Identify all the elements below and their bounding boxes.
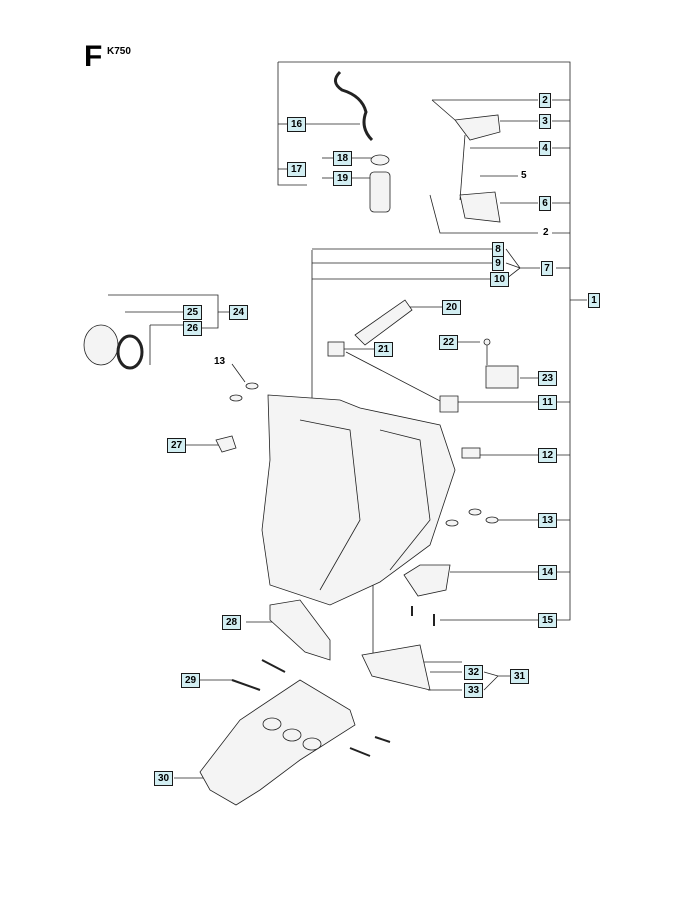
callout-8: 8: [492, 242, 504, 257]
callout-22: 22: [439, 335, 458, 350]
callout-12: 12: [538, 448, 557, 463]
callout-27: 27: [167, 438, 186, 453]
callout-14: 14: [538, 565, 557, 580]
frame-line-1: [278, 61, 571, 621]
callout-7: 7: [541, 261, 553, 276]
callout-10: 10: [490, 272, 509, 287]
callout-19: 19: [333, 171, 352, 186]
callout-18: 18: [333, 151, 352, 166]
label-2: 2: [543, 227, 549, 238]
callout-15: 15: [538, 613, 557, 628]
callout-30: 30: [154, 771, 173, 786]
callout-33: 33: [464, 683, 483, 698]
callout-1: 1: [588, 293, 600, 308]
label-13-upper: 13: [214, 356, 226, 367]
section-letter: F: [84, 40, 103, 73]
callout-4: 4: [539, 141, 551, 156]
model-name: K750: [107, 46, 131, 57]
callout-9: 9: [492, 256, 504, 271]
callout-16: 16: [287, 117, 306, 132]
label-5: 5: [521, 170, 527, 181]
callout-11: 11: [538, 395, 557, 410]
callout-32: 32: [464, 665, 483, 680]
callout-6: 6: [539, 196, 551, 211]
callout-3: 3: [539, 114, 551, 129]
callout-2: 2: [539, 93, 551, 108]
callout-13: 13: [538, 513, 557, 528]
callout-29: 29: [181, 673, 200, 688]
callout-26: 26: [183, 321, 202, 336]
callout-20: 20: [442, 300, 461, 315]
callout-17: 17: [287, 162, 306, 177]
callout-28: 28: [222, 615, 241, 630]
callout-25: 25: [183, 305, 202, 320]
callout-24: 24: [229, 305, 248, 320]
callout-31: 31: [510, 669, 529, 684]
callout-21: 21: [374, 342, 393, 357]
callout-23: 23: [538, 371, 557, 386]
